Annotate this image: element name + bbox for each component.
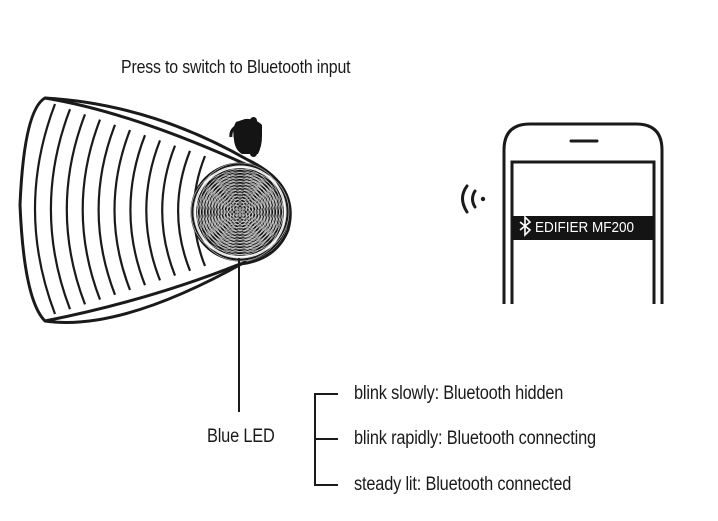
- grille-rib: [49, 108, 72, 310]
- texture-ring: [196, 174, 272, 250]
- texture-ring: [211, 177, 281, 247]
- phone-illustration: [502, 122, 664, 304]
- texture-ring: [202, 168, 278, 244]
- grille-rib: [33, 103, 57, 315]
- grille-rib: [145, 139, 162, 281]
- texture-ring: [199, 177, 269, 247]
- grille-rib: [113, 129, 132, 291]
- texture-ring: [205, 183, 275, 253]
- grille-rib: [81, 119, 102, 300]
- texture-ring: [199, 165, 281, 247]
- texture-ring: [190, 168, 278, 256]
- state-bracket: [314, 393, 338, 486]
- grille-rib: [161, 145, 177, 277]
- instruction-text: Press to switch to Bluetooth input: [121, 56, 351, 77]
- texture-ring: [196, 162, 284, 250]
- power-button: [190, 162, 290, 262]
- grille-rib: [97, 124, 117, 296]
- state-connecting: blink rapidly: Bluetooth connecting: [354, 428, 596, 449]
- pointing-hand-icon: [229, 117, 262, 157]
- bluetooth-device-name: EDIFIER MF200: [535, 219, 635, 236]
- wireless-signal-icon: [461, 184, 486, 214]
- grille-rib: [177, 150, 192, 272]
- texture-ring: [205, 171, 287, 253]
- texture-ring: [202, 168, 290, 256]
- led-label: Blue LED: [207, 426, 275, 447]
- state-connected: steady lit: Bluetooth connected: [354, 474, 572, 495]
- texture-ring: [202, 180, 278, 256]
- state-hidden: blink slowly: Bluetooth hidden: [354, 383, 564, 404]
- grille-rib: [65, 114, 87, 305]
- button-texture: [190, 162, 290, 262]
- grille-rib: [129, 134, 147, 286]
- texture-ring: [208, 174, 284, 250]
- texture-ring: [205, 171, 275, 241]
- bluetooth-icon: [519, 215, 532, 237]
- texture-ring: [193, 171, 275, 253]
